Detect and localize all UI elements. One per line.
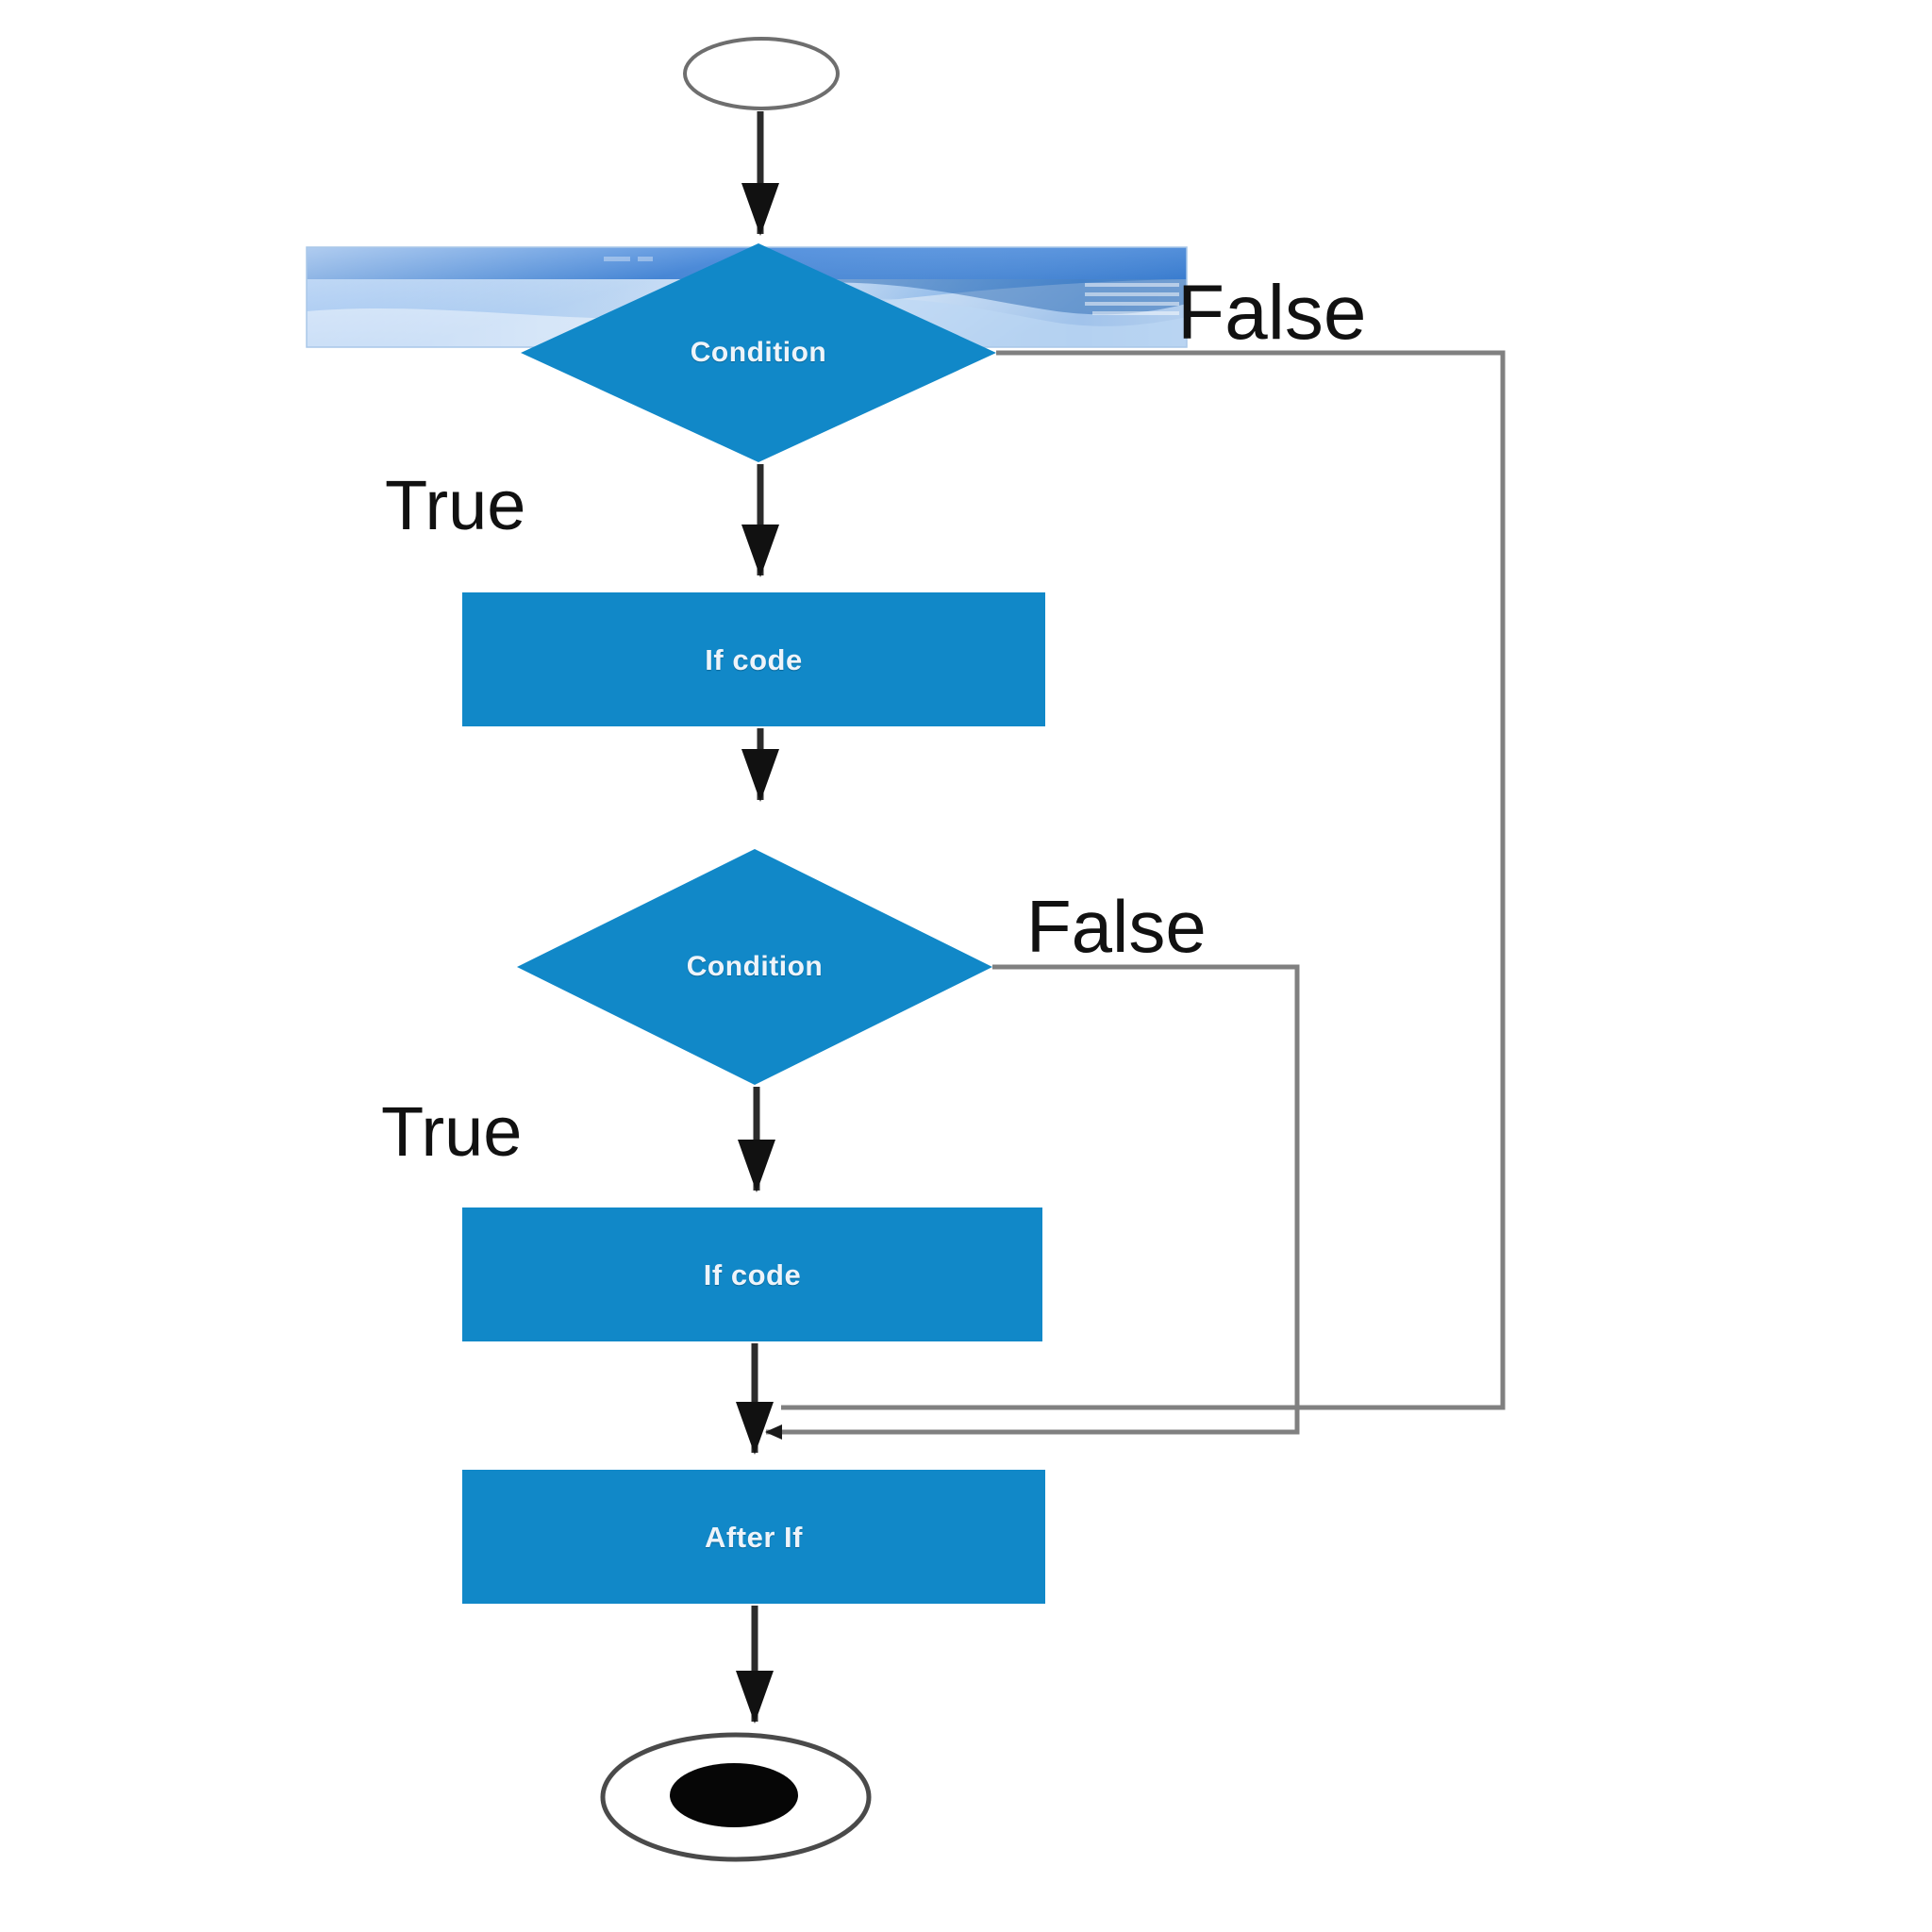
edge-condition1-false: [781, 350, 1506, 1410]
process-if-code-2: [462, 1208, 1042, 1341]
edge-condition2-false: [765, 964, 1300, 1440]
process-after-if: [462, 1470, 1045, 1604]
process-if-code-1: [462, 592, 1045, 726]
terminator-end: [600, 1732, 872, 1862]
terminator-start: [683, 37, 840, 110]
decision-condition-2: [517, 849, 992, 1085]
decision-condition-1: [521, 243, 996, 462]
